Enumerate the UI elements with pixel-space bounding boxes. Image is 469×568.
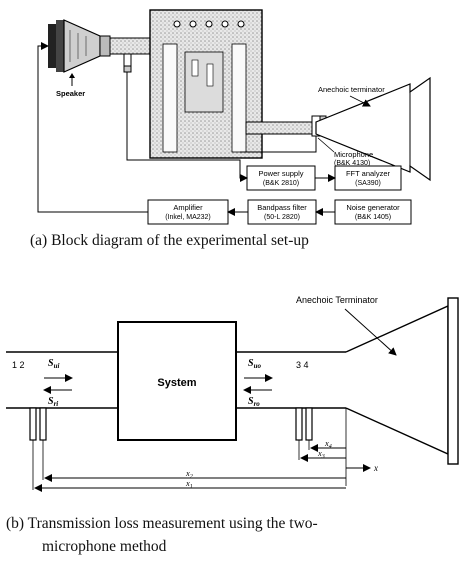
block-diagram-a: Speaker Anechoic terminator Micro (37, 9, 431, 225)
amplifier-model: (Inkel, MA232) (165, 214, 211, 221)
reference-lines (32, 408, 347, 490)
bandpass-filter-box (247, 199, 317, 225)
system-box (117, 321, 237, 441)
anechoic-terminator-horn (345, 304, 449, 456)
outlet-tube (245, 121, 317, 135)
speaker-icon (48, 19, 111, 86)
fft-analyzer-model: (SA390) (355, 180, 381, 187)
microphone-1-icon (123, 53, 132, 67)
mic-numbers-right: 3 4 (296, 360, 309, 370)
x1-label: x1 (185, 478, 193, 490)
microphone-model: (B&K 4130) (334, 160, 370, 167)
noise-generator-box (334, 199, 412, 225)
power-supply-label: Power supply (258, 169, 303, 178)
speaker-label: Speaker (56, 89, 85, 98)
bandpass-filter-label: Bandpass filter (257, 203, 307, 212)
mic-numbers-left: 1 2 (12, 360, 25, 370)
system-label: System (157, 377, 196, 389)
bandpass-filter-model: (50-L 2820) (264, 214, 300, 221)
x2-label: x2 (185, 468, 193, 480)
s-ro-label: Sro (248, 396, 260, 408)
caption-b-line1: (b) Transmission loss measurement using … (6, 515, 318, 532)
caption-b-line2: microphone method (42, 538, 167, 555)
microphone-label: Microphone (334, 150, 373, 159)
microphone-4 (305, 407, 313, 441)
noise-generator-label: Noise generator (346, 203, 400, 212)
anechoic-terminator-a-label: Anechoic terminator (318, 85, 385, 94)
noise-generator-model: (B&K 1405) (355, 214, 391, 221)
microphone-1 (29, 407, 37, 441)
knob-icons (173, 20, 245, 28)
anechoic-terminator-end (447, 297, 459, 465)
x3-label: x3 (317, 448, 325, 460)
fft-analyzer-label: FFT analyzer (346, 169, 391, 178)
s-ri-label: Sri (48, 396, 58, 408)
transmission-loss-diagram-b: System Anechoic Terminator 1 2 3 4 Sui S… (6, 295, 459, 492)
dimension-arrows (34, 444, 346, 492)
amplifier-label: Amplifier (173, 203, 203, 212)
microphone-3 (295, 407, 303, 441)
power-supply-model: (B&K 2810) (263, 180, 299, 187)
caption-a: (a) Block diagram of the experimental se… (30, 232, 309, 249)
x-axis-label: x (373, 463, 378, 473)
x4-label: x4 (324, 438, 332, 450)
s-ui-label: Sui (48, 358, 59, 370)
microphone-2 (39, 407, 47, 441)
connection-lines (37, 42, 336, 216)
anechoic-terminator-b-label: Anechoic Terminator (296, 295, 378, 305)
s-uo-label: Suo (248, 358, 261, 370)
